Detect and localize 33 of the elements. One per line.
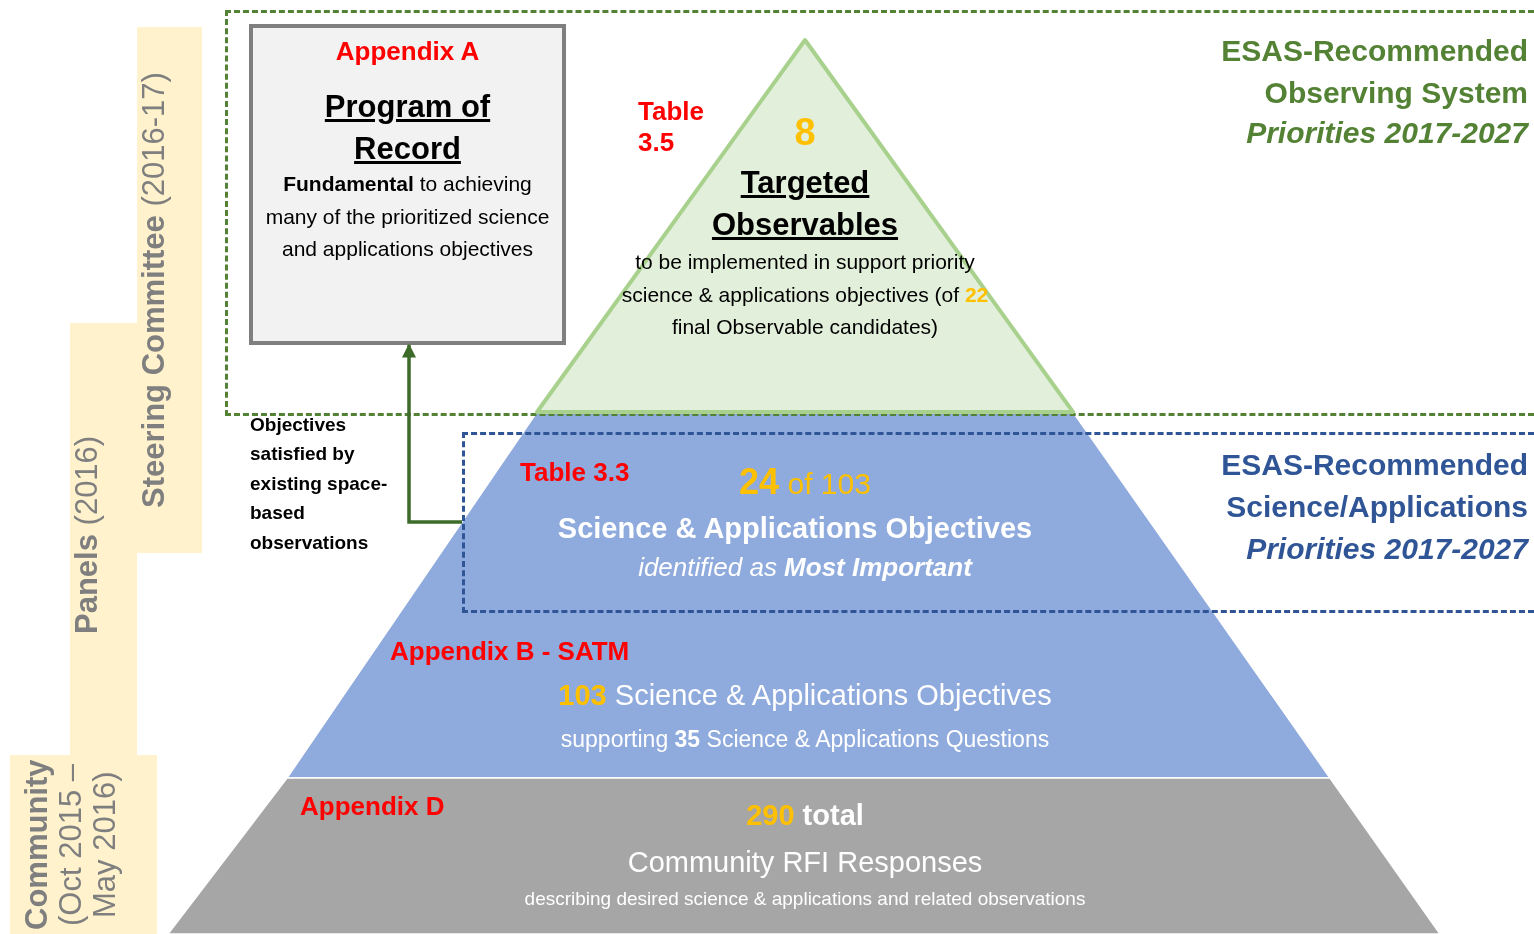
section-reference: Appendix D: [300, 791, 446, 823]
body-text: 103 Science & Applications Objectives: [557, 678, 1053, 713]
timeline-band: [137, 27, 202, 553]
body-text: Fundamental to achieving many of the prioritized science and applications objectives: [264, 171, 551, 263]
count-number: 8: [793, 110, 817, 155]
dashed-region: [462, 432, 1534, 613]
timeline-label: Community (Oct 2015 – May 2016): [20, 760, 124, 930]
timeline-label: Panels (2016): [70, 434, 105, 637]
arrow: [402, 343, 462, 524]
timeline-band: [10, 755, 157, 934]
body-text: supporting 35 Science & Applications Questions: [559, 726, 1051, 754]
section-reference: Appendix B - SATM: [390, 636, 631, 668]
body-text: describing desired science & applications and related observations: [523, 888, 1087, 911]
region-title: ESAS-Recommended Science/Applications: [1220, 447, 1528, 525]
process-box: [249, 24, 566, 345]
region-title: ESAS-Recommended Observing System: [1220, 33, 1528, 111]
heading: Community RFI Responses: [626, 845, 984, 880]
body-text: identified as Most Important: [637, 552, 974, 584]
region-subtitle: Priorities 2017-2027: [1245, 531, 1528, 567]
heading: Targeted Observables: [710, 164, 900, 244]
body-text: to be implemented in support priority science & applications objectives (of 22 final Observable candidates): [620, 249, 990, 341]
section-reference: Table 3.5: [638, 96, 705, 159]
count-number: 24 of 103: [738, 460, 872, 504]
pyramid-tier: [168, 778, 1440, 934]
timeline-label: Steering Committee (2016-17): [137, 71, 172, 510]
region-subtitle: Priorities 2017-2027: [1245, 115, 1528, 151]
dashed-region: [225, 10, 1534, 416]
heading: Science & Applications Objectives: [556, 511, 1034, 546]
edge-label: Objectives satisfied by existing space-based observations: [250, 413, 389, 555]
section-reference: Appendix A: [334, 36, 481, 68]
count-number: 290 total: [745, 798, 865, 833]
section-reference: Table 3.3: [520, 457, 631, 489]
heading: Program of Record: [323, 88, 492, 168]
